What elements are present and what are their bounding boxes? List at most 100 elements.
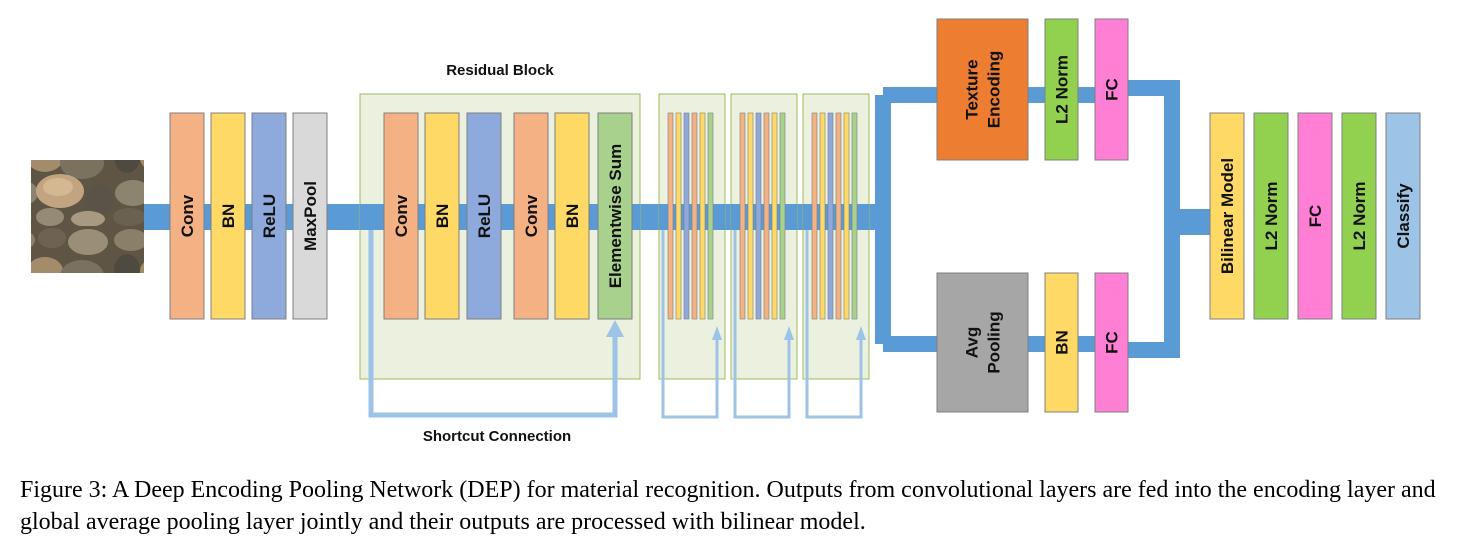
- stem-bn-block: BN: [210, 112, 246, 320]
- head-l2-norm-block: L2 Norm: [1253, 112, 1289, 320]
- head-classify-block: Classify: [1385, 112, 1421, 320]
- mini-layer-strip: [835, 112, 842, 320]
- mini-layer-strip: [843, 112, 850, 320]
- pooling-fc-block: FC: [1094, 272, 1129, 413]
- mini-layer-strip: [755, 112, 762, 320]
- mini-layer-strip: [739, 112, 746, 320]
- shortcut-connection-arrow: [368, 230, 618, 418]
- head-fc-box: [1297, 112, 1333, 320]
- mini-shortcut-arrowhead: [712, 326, 722, 340]
- stem-relu-box: [251, 112, 287, 320]
- head-fc-block: FC: [1297, 112, 1333, 320]
- stem-relu-label: ReLU: [260, 194, 279, 238]
- stem-maxpool-box: [292, 112, 328, 320]
- residual-conv-block: Conv: [513, 112, 549, 320]
- stem-bn-box: [210, 112, 246, 320]
- figure-caption: Figure 3: A Deep Encoding Pooling Networ…: [20, 477, 1436, 535]
- shortcut-connection-label: Shortcut Connection: [423, 428, 571, 445]
- pooling-bn-block: BN: [1044, 272, 1079, 413]
- shortcut-arrowhead: [606, 320, 624, 337]
- mini-layer-strip: [675, 112, 682, 320]
- mini-layer-strip: [779, 112, 786, 320]
- pooling-avg-pooling-box: [936, 272, 1029, 413]
- stem-relu-block: ReLU: [251, 112, 287, 320]
- stem-conv-label: Conv: [178, 194, 197, 237]
- residual-relu-label: ReLU: [475, 194, 494, 238]
- residual-conv-block: Conv: [383, 112, 419, 320]
- mini-shortcut-arrow: [661, 230, 719, 419]
- head-bilinear-model-label: Bilinear Model: [1218, 158, 1237, 274]
- residual-elementwise-sum-label: Elementwise Sum: [606, 144, 625, 289]
- residual-conv-box: [383, 112, 419, 320]
- mini-layer-strip: [683, 112, 690, 320]
- residual-bn-label: BN: [433, 204, 452, 229]
- residual-bn-block: BN: [424, 112, 460, 320]
- mini-layer-strip: [747, 112, 754, 320]
- stem-conv-box: [169, 112, 205, 320]
- head-classify-label: Classify: [1394, 183, 1413, 249]
- mini-shortcut-arrowhead: [784, 326, 794, 340]
- head-l2-norm-box: [1341, 112, 1377, 320]
- head-bilinear-model-box: [1209, 112, 1245, 320]
- pooling-fc-box: [1094, 272, 1129, 413]
- head-l2-norm-label: L2 Norm: [1262, 182, 1281, 251]
- mini-layer-strip: [819, 112, 826, 320]
- mini-shortcut-arrowhead: [856, 326, 866, 340]
- head-l2-norm-block: L2 Norm: [1341, 112, 1377, 320]
- input-image: [31, 160, 144, 273]
- mini-layer-strip: [827, 112, 834, 320]
- mini-layer-strip: [771, 112, 778, 320]
- encoding-l2-norm-label: L2 Norm: [1053, 55, 1072, 124]
- head-layers: Bilinear Model L2 Norm FC L2 Norm Classify: [1209, 112, 1421, 320]
- residual-relu-block: ReLU: [466, 112, 502, 320]
- encoding-fc-block: FC: [1094, 18, 1129, 161]
- mini-residual-block: [802, 93, 870, 419]
- head-l2-norm-label: L2 Norm: [1350, 182, 1369, 251]
- pooling-bn-label: BN: [1053, 330, 1072, 355]
- head-l2-norm-box: [1253, 112, 1289, 320]
- mini-layer-strip: [691, 112, 698, 320]
- residual-conv-box: [513, 112, 549, 320]
- stem-bn-label: BN: [219, 204, 238, 229]
- pooling-bn-box: [1044, 272, 1079, 413]
- encoding-texture-encoding-box: [936, 18, 1029, 161]
- stem-layers: Conv BN ReLU MaxPool: [169, 112, 328, 320]
- residual-block-title: Residual Block: [446, 62, 554, 79]
- head-bilinear-model-block: Bilinear Model: [1209, 112, 1245, 320]
- mini-layer-strip: [699, 112, 706, 320]
- residual-elementwise-sum-block: Elementwise Sum: [597, 112, 633, 320]
- encoding-fc-box: [1094, 18, 1129, 161]
- head-fc-label: FC: [1306, 205, 1325, 228]
- mini-residual-block: [658, 93, 726, 419]
- encoding-l2-norm-box: [1044, 18, 1079, 161]
- residual-block-layers: Conv BN ReLU Conv BN Elementwise Sum: [383, 112, 633, 320]
- branch-split-connector: [875, 87, 937, 352]
- residual-relu-box: [466, 112, 502, 320]
- mini-shortcut-arrow: [805, 230, 863, 419]
- mini-layer-strip: [707, 112, 714, 320]
- mini-shortcut-arrow: [733, 230, 791, 419]
- residual-elementwise-sum-box: [597, 112, 633, 320]
- encoding-l2-norm-block: L2 Norm: [1044, 18, 1079, 161]
- residual-bn-label: BN: [563, 204, 582, 229]
- stem-conv-block: Conv: [169, 112, 205, 320]
- residual-conv-label: Conv: [392, 194, 411, 237]
- mini-residual-block: [730, 93, 798, 419]
- stem-maxpool-label: MaxPool: [301, 181, 320, 251]
- mini-layer-strip: [851, 112, 858, 320]
- pooling-fc-label: FC: [1103, 331, 1122, 354]
- mini-layer-strip: [811, 112, 818, 320]
- stem-maxpool-block: MaxPool: [292, 112, 328, 320]
- residual-bn-block: BN: [554, 112, 590, 320]
- residual-bn-box: [554, 112, 590, 320]
- residual-bn-box: [424, 112, 460, 320]
- mini-layer-strip: [667, 112, 674, 320]
- stacked-residual-blocks: [658, 93, 870, 419]
- encoding-fc-label: FC: [1103, 78, 1122, 101]
